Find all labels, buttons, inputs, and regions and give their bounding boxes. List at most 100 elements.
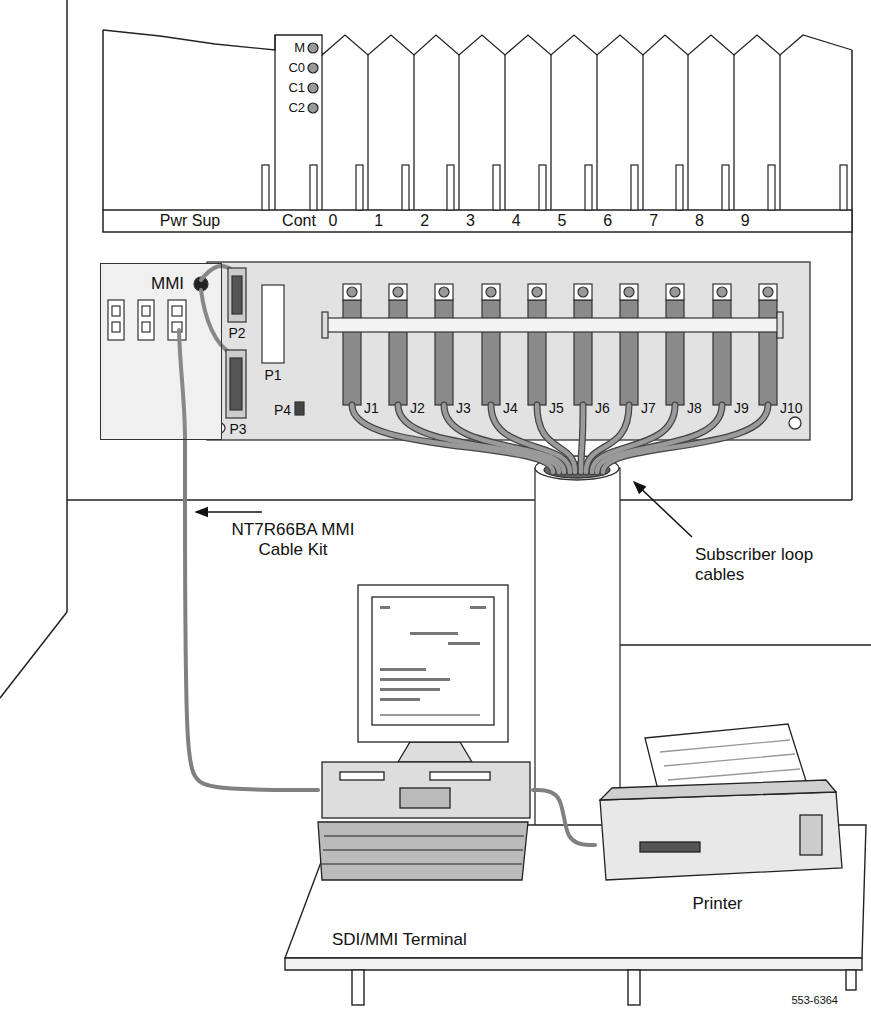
jack-label: J10 <box>780 400 803 416</box>
terminal-drawing <box>340 772 384 780</box>
connector-label: P3 <box>229 421 246 437</box>
terminal: SDI/MMI Terminal <box>318 580 533 960</box>
table <box>352 970 364 1005</box>
jack-screw <box>624 287 634 297</box>
card-cage <box>779 55 780 210</box>
card-cage <box>504 55 505 210</box>
connector <box>295 402 304 415</box>
mmi-panel-fill <box>100 263 222 440</box>
mmi-panel-fill <box>100 263 222 440</box>
callout-arrow <box>634 482 692 537</box>
slot-number: 0 <box>329 212 338 230</box>
retaining-rail <box>325 318 780 332</box>
terminal-drawing <box>380 678 450 681</box>
cabinet-frame <box>103 210 852 232</box>
slot-label: Cont <box>282 212 316 230</box>
figure-number: 553-6364 <box>792 994 839 1007</box>
card-cage <box>642 55 643 210</box>
cabinet-frame <box>851 50 853 500</box>
card-cage <box>596 55 597 210</box>
mmi-panel-fill <box>142 306 150 316</box>
io-panel <box>789 417 801 429</box>
mmi-panel-fill <box>172 306 182 316</box>
terminal-drawing <box>322 863 522 864</box>
jack-label: J1 <box>364 400 379 416</box>
card-cage <box>367 55 368 210</box>
printer-drawing <box>660 740 790 752</box>
retaining-rail <box>322 312 783 338</box>
terminal-drawing <box>448 642 480 645</box>
slot-number: 5 <box>558 212 567 230</box>
terminal-drawing <box>430 772 490 780</box>
subscriber-cable-outline <box>581 405 583 472</box>
slot-label: Pwr Sup <box>160 212 220 230</box>
jack-label: J10 <box>780 400 803 416</box>
jack-screw <box>482 284 500 300</box>
card-latch <box>262 165 269 210</box>
terminal-drawing <box>400 788 450 808</box>
card-cage <box>733 55 734 210</box>
callout-text: Subscriber loop cables <box>695 545 841 584</box>
mmi-panel-fill <box>138 300 154 340</box>
jack-label: J3 <box>456 400 471 416</box>
led-label: C1 <box>288 81 305 96</box>
jack-label: J6 <box>595 400 610 416</box>
jack-screw <box>439 287 449 297</box>
slot-number: 9 <box>741 212 750 230</box>
card-cage <box>413 55 414 210</box>
retaining-rail <box>777 312 783 338</box>
node-text: Printer <box>692 894 742 914</box>
printer-drawing <box>600 780 836 800</box>
slot-number: 4 <box>512 212 521 230</box>
jack-bar <box>574 300 592 405</box>
card-latch <box>402 165 409 210</box>
card-cage <box>550 55 551 210</box>
cable <box>533 790 595 845</box>
terminal-drawing <box>324 835 524 836</box>
jack-screw <box>486 287 496 297</box>
jack-label: J9 <box>734 400 749 416</box>
printer-drawing <box>668 769 800 780</box>
cabinet-frame <box>67 30 852 500</box>
mmi-panel-fill <box>112 322 120 332</box>
slot-number: 6 <box>603 212 612 230</box>
mmi-panel-fill <box>108 300 124 340</box>
terminal-drawing <box>380 714 480 716</box>
slot-label: Pwr Sup <box>160 212 220 230</box>
connector-label: P1 <box>264 367 281 383</box>
connector <box>228 268 246 322</box>
jack-label: J8 <box>687 400 702 416</box>
jack-screw <box>343 284 777 300</box>
terminal-drawing <box>372 597 494 725</box>
jack-label: J5 <box>549 400 564 416</box>
jack-label: J2 <box>410 400 425 416</box>
slot-number: 5 <box>558 212 567 230</box>
terminal-drawing <box>470 606 486 609</box>
subscriber-cable <box>581 405 583 472</box>
card-cage <box>458 55 459 210</box>
card-latch <box>310 165 317 210</box>
retaining-rail <box>322 312 328 338</box>
slot-number: 6 <box>603 212 612 230</box>
mmi-cable <box>201 266 232 280</box>
mmi-panel-fill <box>112 306 120 316</box>
slot-number: 1 <box>374 212 383 230</box>
table <box>628 970 640 1005</box>
connector <box>226 268 304 418</box>
connector <box>230 358 242 410</box>
jack-screw <box>713 284 731 300</box>
jack-screw <box>717 287 727 297</box>
jack-screw <box>389 284 407 300</box>
slot-number: 9 <box>741 212 750 230</box>
connector-label: P2 <box>228 325 245 341</box>
slot-number: 0 <box>329 212 338 230</box>
jack-bar <box>482 300 500 405</box>
card-cage <box>103 30 852 210</box>
card-latch <box>356 165 363 210</box>
cable <box>185 440 318 790</box>
connector-label: P4 <box>274 402 291 418</box>
led-label: C2 <box>288 101 305 116</box>
slot-number: 8 <box>695 212 704 230</box>
card-latch <box>768 165 775 210</box>
